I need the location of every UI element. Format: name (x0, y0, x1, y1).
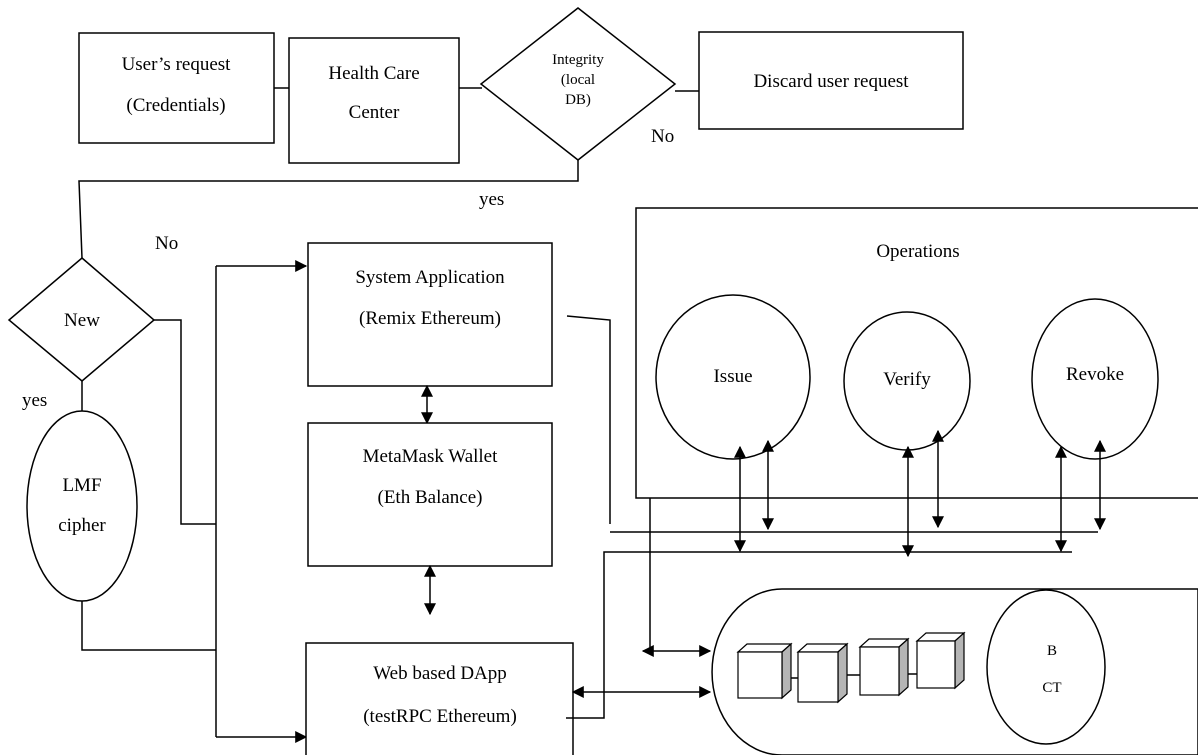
user-request-box: User’s request (Credentials) (78, 32, 275, 144)
block-cube-3 (858, 637, 910, 697)
new-yes-label: yes (22, 390, 47, 411)
system-application-box: System Application (Remix Ethereum) (307, 242, 553, 387)
dapp-to-ops-connector (566, 551, 1072, 719)
integrity-yes-label: yes (479, 189, 504, 210)
metamask-label-1: MetaMask Wallet (363, 446, 499, 467)
health-care-center-box: Health Care Center (288, 37, 460, 164)
system-app-label-2: (Remix Ethereum) (359, 308, 501, 329)
block-cube-1 (736, 642, 793, 700)
system-app-label-1: System Application (355, 267, 505, 288)
new-decision: New (7, 257, 156, 382)
integrity-label-3: DB) (565, 92, 591, 108)
metamask-wallet-box: MetaMask Wallet (Eth Balance) (307, 422, 553, 567)
dapp-label-2: (testRPC Ethereum) (363, 706, 517, 727)
integrity-yes-connector (78, 160, 579, 259)
new-no-label: No (155, 233, 178, 254)
new-label: New (64, 310, 100, 331)
dapp-label-1: Web based DApp (373, 663, 507, 684)
dapp-box: Web based DApp (testRPC Ethereum) (305, 642, 574, 755)
health-center-label-2: Center (349, 102, 400, 123)
system-app-to-ops-connector (566, 315, 611, 524)
integrity-label-1: Integrity (552, 52, 604, 68)
verify-circle: Verify (843, 311, 971, 451)
user-request-label-1: User’s request (122, 54, 232, 75)
bct-circle: B CT (986, 589, 1106, 745)
discard-request-box: Discard user request (698, 31, 964, 130)
health-center-label-1: Health Care (328, 63, 419, 84)
block-cube-4 (915, 631, 966, 690)
block-cube-2 (796, 642, 849, 704)
discard-label: Discard user request (753, 71, 909, 92)
metamask-label-2: (Eth Balance) (378, 487, 483, 508)
bct-label-1: B (1047, 643, 1057, 659)
lmf-label-2: cipher (58, 515, 106, 536)
lmf-label-1: LMF (62, 475, 101, 496)
new-no-connector (154, 319, 216, 525)
lmf-cipher-ellipse: LMF cipher (26, 410, 138, 602)
issue-circle: Issue (655, 294, 811, 460)
verify-label: Verify (883, 369, 931, 390)
bct-label-2: CT (1042, 680, 1061, 696)
integrity-no-label: No (651, 126, 674, 147)
user-request-label-2: (Credentials) (126, 95, 225, 116)
revoke-label: Revoke (1066, 364, 1124, 385)
operations-title: Operations (876, 241, 959, 262)
integrity-label-2: (local (561, 72, 595, 88)
integrity-decision: Integrity (local DB) (479, 7, 677, 161)
lmf-connector (81, 601, 216, 651)
issue-label: Issue (713, 366, 752, 387)
revoke-circle: Revoke (1031, 298, 1159, 460)
